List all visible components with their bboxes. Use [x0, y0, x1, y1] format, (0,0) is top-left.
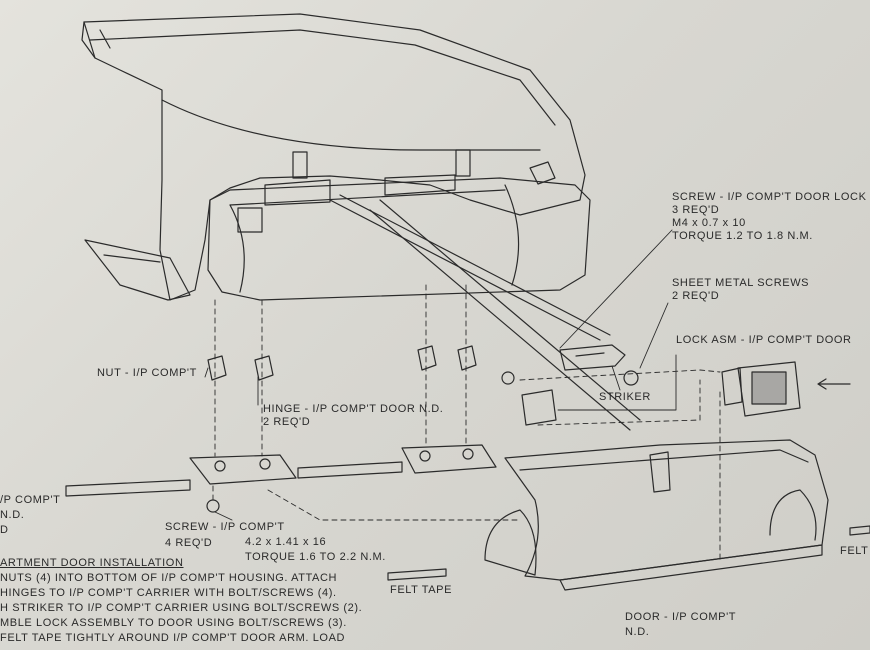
- door-lock-screw-size: M4 x 0.7 x 10: [672, 217, 746, 229]
- striker-label: STRIKER: [599, 391, 651, 403]
- instructions-heading: ARTMENT DOOR INSTALLATION: [0, 557, 184, 569]
- sheet-metal-screws-qty: 2 REQ'D: [672, 290, 720, 302]
- felt-tape-strip-right: [849, 525, 870, 536]
- felt-right-label: FELT: [840, 545, 869, 557]
- carrier-right-end: [504, 184, 520, 286]
- instruction-line-1: NUTS (4) INTO BOTTOM OF I/P COMP'T HOUSI…: [0, 572, 338, 584]
- glovebox-carrier: [207, 177, 591, 301]
- screw-comp-title: SCREW - I/P COMP'T: [165, 521, 285, 533]
- felt-tape-strip: [387, 568, 447, 581]
- carrier-window: [237, 207, 263, 233]
- left-partial-line-2: N.D.: [0, 509, 25, 521]
- housing-lower-wedge: [84, 239, 191, 301]
- door-nd: N.D.: [625, 626, 650, 638]
- left-partial-line-1: /P COMP'T: [0, 494, 61, 506]
- nut-group: [207, 345, 477, 381]
- hinge-hole: [419, 450, 431, 462]
- carrier-clip-right: [455, 149, 471, 177]
- door-lock-screw-title: SCREW - I/P COMP'T DOOR LOCK: [672, 191, 867, 203]
- carrier-right-bracket: [529, 161, 556, 185]
- door-title: DOOR - I/P COMP'T: [625, 611, 737, 623]
- instruction-line-2: HINGES TO I/P COMP'T CARRIER WITH BOLT/S…: [0, 587, 337, 599]
- instrument-panel-housing: [83, 13, 586, 301]
- hinge-hole: [462, 448, 474, 460]
- nut: [417, 345, 437, 371]
- door-right-arm: [769, 489, 817, 541]
- hinge-qty: 2 REQ'D: [263, 416, 311, 428]
- door-lock-bracket: [521, 389, 557, 426]
- housing-wedge-slot: [103, 254, 161, 263]
- housing-top-ridge: [89, 29, 556, 126]
- lock-pointer-arrow: [817, 378, 851, 390]
- carrier-left-end: [229, 204, 245, 293]
- door-left-arm: [484, 509, 537, 576]
- leader-lines: [204, 229, 677, 521]
- hinge-hole: [259, 458, 271, 470]
- compartment-door: [504, 439, 829, 581]
- assembly-guide-lines: [212, 284, 721, 561]
- lock-asm-label: LOCK ASM - I/P COMP'T DOOR: [676, 334, 852, 346]
- felt-tape-label: FELT TAPE: [390, 584, 453, 596]
- hinge-pin-middle: [297, 461, 403, 479]
- carrier-top-edge: [229, 189, 506, 206]
- screw-comp: [206, 499, 220, 513]
- nut-label: NUT - I/P COMP'T: [97, 367, 197, 379]
- hinge-right: [401, 444, 497, 474]
- striker-slot: [575, 352, 605, 357]
- nut: [207, 355, 227, 381]
- nut: [254, 355, 274, 381]
- lock-face: [751, 371, 787, 405]
- lock-left-bracket: [721, 367, 743, 406]
- door-bottom-edge: [559, 544, 823, 591]
- lock-rod-rail: [329, 194, 611, 341]
- striker-screw: [623, 370, 639, 386]
- door-inner-edge: [519, 449, 809, 471]
- carrier-tabs: [264, 174, 456, 206]
- left-partial-line-3: D: [0, 524, 9, 536]
- door-latch-slot: [649, 451, 671, 493]
- instruction-line-3: H STRIKER TO I/P COMP'T CARRIER USING BO…: [0, 602, 363, 614]
- hinge-screw-torque: TORQUE 1.6 TO 2.2 N.M.: [245, 551, 386, 563]
- nut: [457, 345, 477, 371]
- lower-guide-rail: [369, 199, 641, 431]
- instruction-line-5: FELT TAPE TIGHTLY AROUND I/P COMP'T DOOR…: [0, 632, 346, 644]
- door-lock-screw-torque: TORQUE 1.2 TO 1.8 N.M.: [672, 230, 813, 242]
- hinge-title: HINGE - I/P COMP'T DOOR N.D.: [263, 403, 444, 415]
- door-lock-screw-qty: 3 REQ'D: [672, 204, 720, 216]
- screw-comp-qty: 4 REQ'D: [165, 537, 213, 549]
- door-lock-screw-head: [501, 371, 515, 385]
- instruction-line-4: MBLE LOCK ASSEMBLY TO DOOR USING BOLT/SC…: [0, 617, 347, 629]
- housing-left-flange: [81, 21, 111, 59]
- hinge-pin-left: [65, 479, 191, 497]
- hinge-left: [189, 454, 297, 485]
- hinge-screw-size: 4.2 x 1.41 x 16: [245, 536, 327, 548]
- carrier-clip-left: [292, 151, 308, 179]
- sheet-metal-screws-title: SHEET METAL SCREWS: [672, 277, 810, 289]
- hinge-hole: [214, 460, 226, 472]
- housing-inner-curve: [161, 99, 541, 151]
- lock-assembly: [737, 361, 801, 417]
- striker-bracket: [559, 344, 626, 371]
